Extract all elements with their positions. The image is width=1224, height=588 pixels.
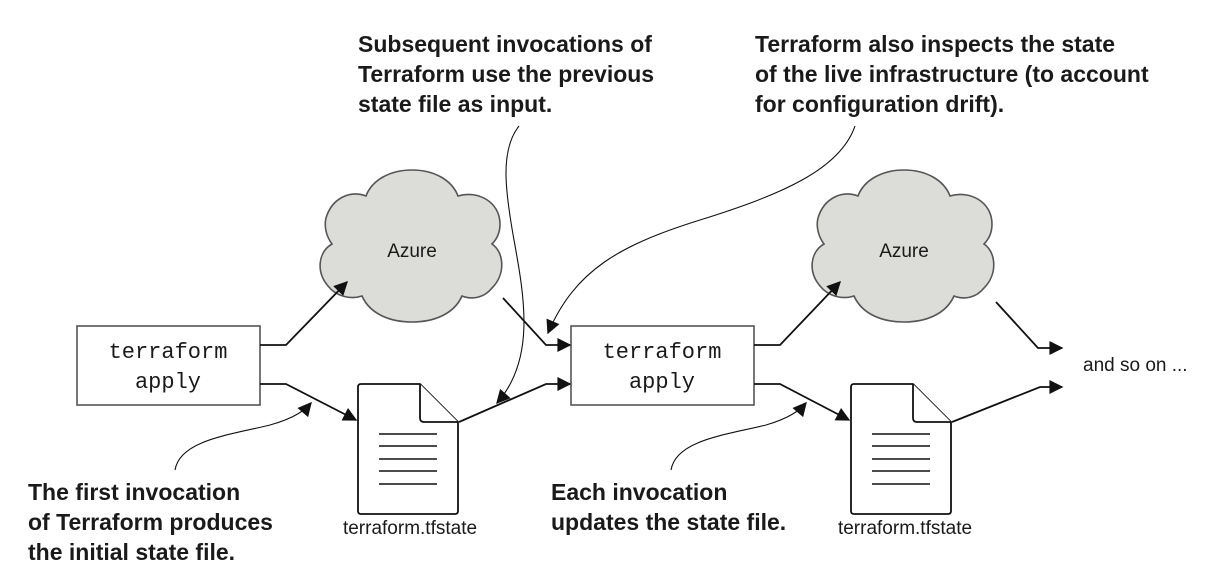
terraform-apply-box-2: terraform apply	[570, 325, 755, 406]
leader-first-to-state-arrow	[174, 401, 312, 471]
callout-line: the initial state file.	[28, 539, 235, 565]
cloud-label: Azure	[879, 241, 929, 262]
callout-line: Each invocation	[551, 479, 727, 505]
arrow-state2-continue	[951, 380, 1064, 423]
command-line: terraform	[109, 340, 228, 365]
callout-each-invocation: Each invocation updates the state file.	[551, 479, 786, 535]
command-line: terraform	[603, 340, 722, 365]
leader-inspects-to-apply2	[546, 125, 856, 335]
document-icon	[850, 383, 952, 515]
callout-line: updates the state file.	[551, 509, 786, 535]
callout-line: Terraform also inspects the state	[755, 31, 1115, 57]
callout-line: Terraform use the previous	[358, 61, 654, 87]
arrow-apply2-to-azure2	[754, 280, 841, 346]
callout-line: for configuration drift).	[755, 91, 1004, 117]
arrow-apply1-to-azure1	[260, 280, 348, 346]
callout-inspects-live-infrastructure: Terraform also inspects the state of the…	[755, 31, 1149, 117]
document-icon	[357, 383, 459, 515]
cloud-label: Azure	[387, 241, 437, 262]
callout-subsequent-invocations: Subsequent invocations of Terraform use …	[358, 31, 654, 117]
state-file-1: terraform.tfstate	[343, 383, 477, 539]
arrow-apply1-to-state1	[260, 383, 358, 421]
callout-line: The first invocation	[28, 479, 240, 505]
command-line: apply	[135, 370, 201, 395]
continuation-label: and so on ...	[1083, 355, 1188, 376]
callout-line: state file as input.	[358, 91, 552, 117]
leader-subsequent-to-state-arrow	[496, 125, 525, 405]
arrow-azure1-to-apply2	[502, 297, 572, 352]
callout-line: Subsequent invocations of	[358, 31, 652, 57]
callout-first-invocation: The first invocation of Terraform produc…	[28, 479, 273, 565]
state-file-label: terraform.tfstate	[838, 518, 972, 539]
state-file-2: terraform.tfstate	[838, 383, 972, 539]
azure-cloud-2: Azure	[811, 169, 995, 323]
leader-each-to-state-arrow	[670, 401, 807, 471]
terraform-apply-box-1: terraform apply	[76, 325, 261, 406]
callout-line: of Terraform produces	[28, 509, 273, 535]
azure-cloud-1: Azure	[319, 169, 503, 323]
callout-line: of the live infrastructure (to account	[755, 61, 1149, 87]
state-file-label: terraform.tfstate	[343, 518, 477, 539]
command-line: apply	[629, 370, 695, 395]
arrow-state1-to-apply2	[458, 377, 572, 423]
arrow-azure2-continue	[995, 301, 1064, 355]
arrow-apply2-to-state2	[754, 383, 851, 421]
